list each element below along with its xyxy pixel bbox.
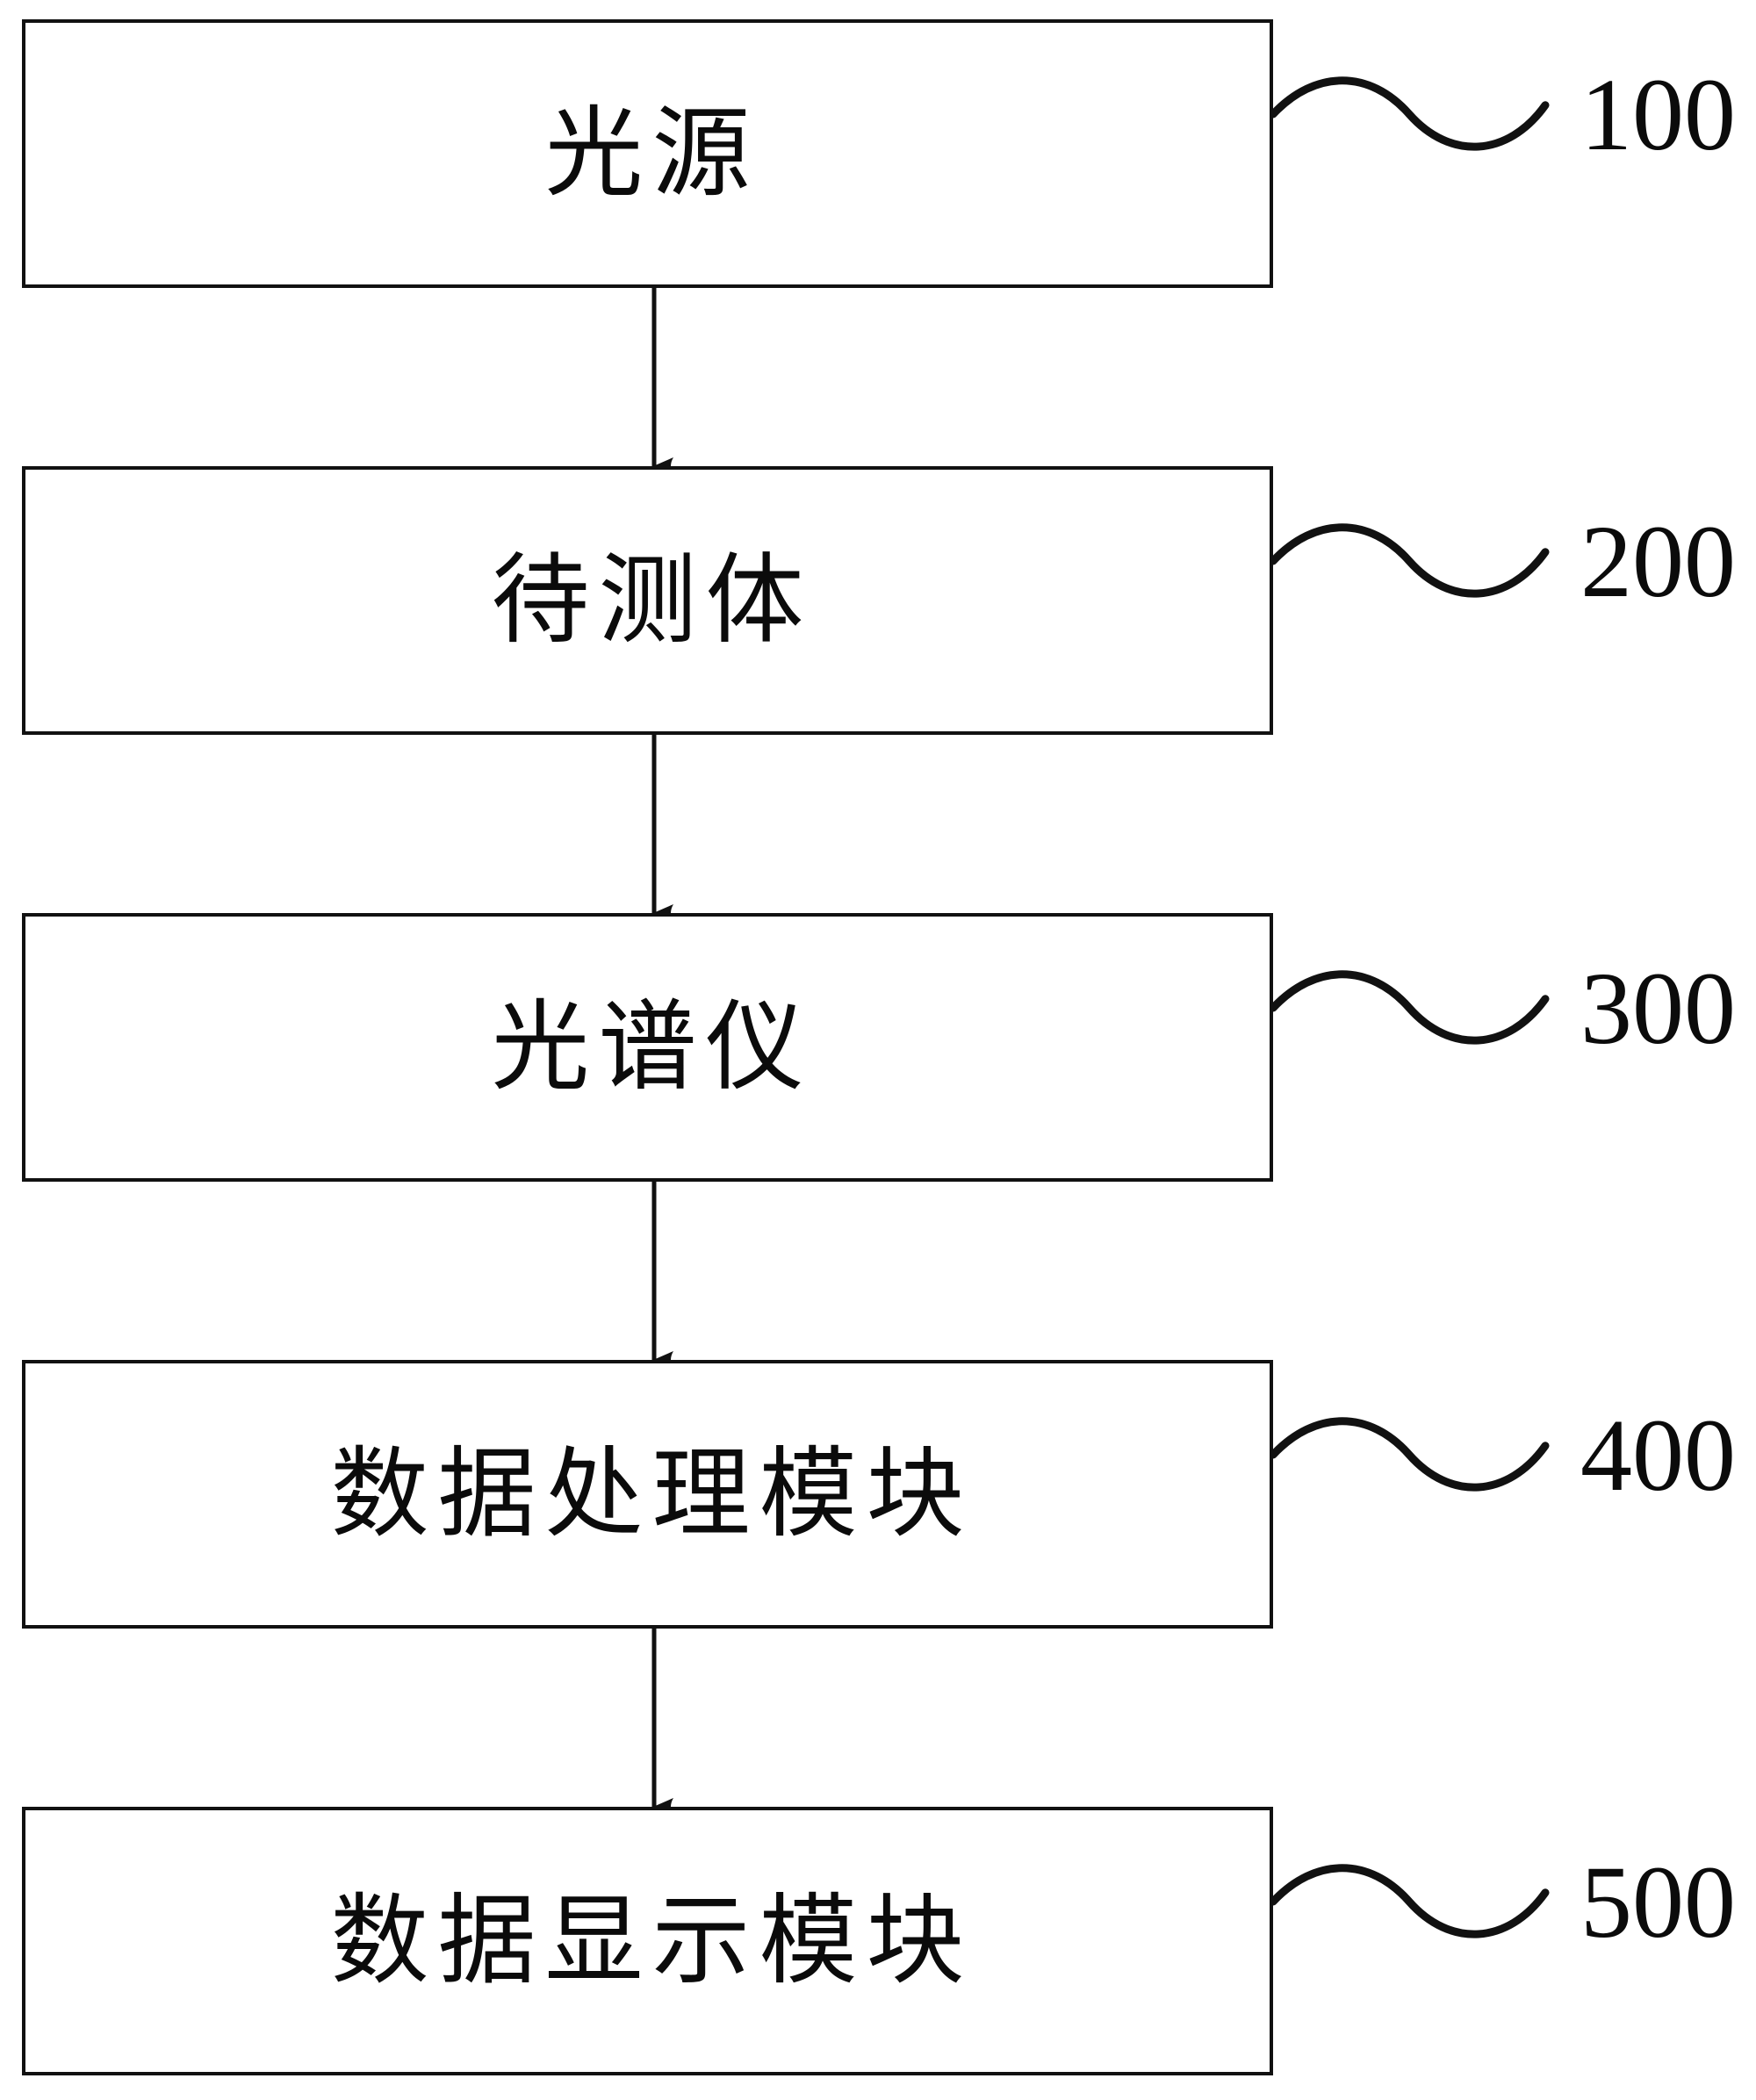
- reference-numeral-200: 200: [1580, 504, 1736, 619]
- flow-box-measured-object[interactable]: 待测体: [22, 466, 1273, 735]
- flow-box-data-display-module[interactable]: 数据显示模块: [22, 1807, 1273, 2075]
- reference-numeral-100: 100: [1580, 57, 1736, 172]
- reference-numeral-400: 400: [1580, 1398, 1736, 1513]
- flow-box-label: 光源: [544, 97, 759, 211]
- reference-lead-line: [1269, 523, 1550, 598]
- reference-lead-line: [1269, 1417, 1550, 1492]
- flow-box-light-source[interactable]: 光源: [22, 19, 1273, 288]
- reference-numeral-500: 500: [1580, 1845, 1736, 1960]
- flow-box-data-processing-module[interactable]: 数据处理模块: [22, 1360, 1273, 1629]
- flow-box-spectrometer[interactable]: 光谱仪: [22, 913, 1273, 1182]
- reference-lead-line: [1269, 970, 1550, 1045]
- reference-lead-line: [1269, 76, 1550, 151]
- reference-numeral-300: 300: [1580, 951, 1736, 1066]
- flow-box-label: 数据处理模块: [330, 1437, 974, 1551]
- flow-box-label: 数据显示模块: [330, 1884, 974, 1998]
- flow-box-label: 光谱仪: [491, 990, 813, 1104]
- flow-box-label: 待测体: [491, 543, 813, 658]
- reference-lead-line: [1269, 1864, 1550, 1938]
